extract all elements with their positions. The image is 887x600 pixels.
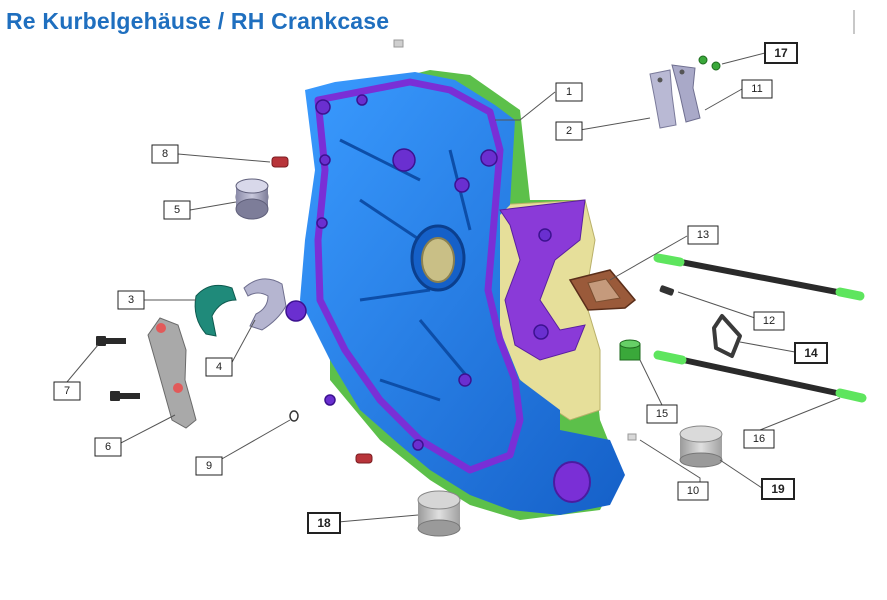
callout-15-text: 15 (656, 408, 668, 420)
callout-13: 13 (687, 225, 719, 245)
callout-7-text: 7 (64, 385, 70, 397)
callout-11-text: 11 (751, 83, 762, 95)
dowel-pin-lower (355, 453, 373, 464)
crankcase-bore-insert (421, 237, 455, 283)
divider (853, 10, 855, 34)
callout-3: 3 (117, 290, 145, 310)
callout-19: 19 (761, 478, 795, 500)
callout-18-text: 18 (317, 516, 331, 530)
leader-lines (66, 52, 841, 523)
callout-3-text: 3 (128, 294, 134, 306)
callout-16: 16 (743, 429, 775, 449)
callout-6: 6 (94, 437, 122, 457)
plug-part-10 (627, 433, 637, 441)
pin-part-12 (659, 285, 675, 296)
dowel-pin-part-8 (271, 156, 289, 168)
callout-10: 10 (677, 481, 709, 501)
callout-2-text: 2 (566, 125, 572, 137)
ring-part-9 (289, 410, 299, 422)
bracket-11-hole (679, 69, 685, 75)
callout-6-text: 6 (105, 441, 111, 453)
stud-rod-upper (653, 253, 865, 301)
bracket-part-2 (649, 69, 677, 129)
crankcase-gasket-rim (314, 78, 524, 474)
callout-8: 8 (151, 144, 179, 164)
bracket-part-11 (671, 64, 701, 123)
half-bearing-part-4 (243, 278, 287, 331)
crankcase-top-plug (393, 39, 404, 48)
crankcase-ribs (339, 138, 472, 402)
callout-5-text: 5 (174, 204, 180, 216)
callout-5: 5 (163, 200, 191, 220)
callout-14: 14 (794, 342, 828, 364)
callout-2: 2 (555, 121, 583, 141)
half-bearing-part-3 (194, 284, 237, 337)
plate-6-hole-bottom (173, 383, 183, 393)
callout-17: 17 (764, 42, 798, 64)
callout-18: 18 (307, 512, 341, 534)
gasket-13-window (587, 278, 621, 303)
bushing-part-5 (235, 178, 269, 220)
page-title: Re Kurbelgehäuse / RH Crankcase (6, 8, 390, 34)
screws-part-17 (698, 55, 721, 71)
stud-rod-part-16 (653, 350, 867, 403)
plate-part-6 (147, 317, 197, 429)
callout-12-text: 12 (763, 315, 775, 327)
callout-4-text: 4 (216, 361, 222, 373)
callout-11: 11 (741, 79, 773, 99)
callout-14-text: 14 (804, 346, 818, 360)
callout-1: 1 (555, 82, 583, 102)
callout-15: 15 (646, 404, 678, 424)
callout-19-text: 19 (771, 482, 785, 496)
crankcase-lower-hole (553, 461, 591, 503)
callout-13-text: 13 (697, 229, 709, 241)
callout-16-text: 16 (753, 433, 765, 445)
callout-10-text: 10 (687, 485, 699, 497)
crankcase-bolt-holes (285, 94, 552, 451)
bushing-part-18 (417, 490, 461, 537)
callout-8-text: 8 (162, 148, 168, 160)
bracket-2-hole (657, 77, 663, 83)
sleeve-part-15 (619, 339, 641, 361)
callout-7: 7 (53, 381, 81, 401)
callout-1-text: 1 (566, 86, 572, 98)
callout-17-text: 17 (774, 46, 788, 60)
clip-part-14 (712, 314, 742, 358)
bushing-part-19 (679, 425, 723, 468)
plate-6-hole-top (156, 323, 166, 333)
callout-9: 9 (195, 456, 223, 476)
crankcase-purple-flange (499, 199, 586, 361)
callout-9-text: 9 (206, 460, 212, 472)
callout-4: 4 (205, 357, 233, 377)
callout-12: 12 (753, 311, 785, 331)
crankcase-part-1 (285, 39, 625, 520)
bolts-part-7 (96, 336, 140, 401)
